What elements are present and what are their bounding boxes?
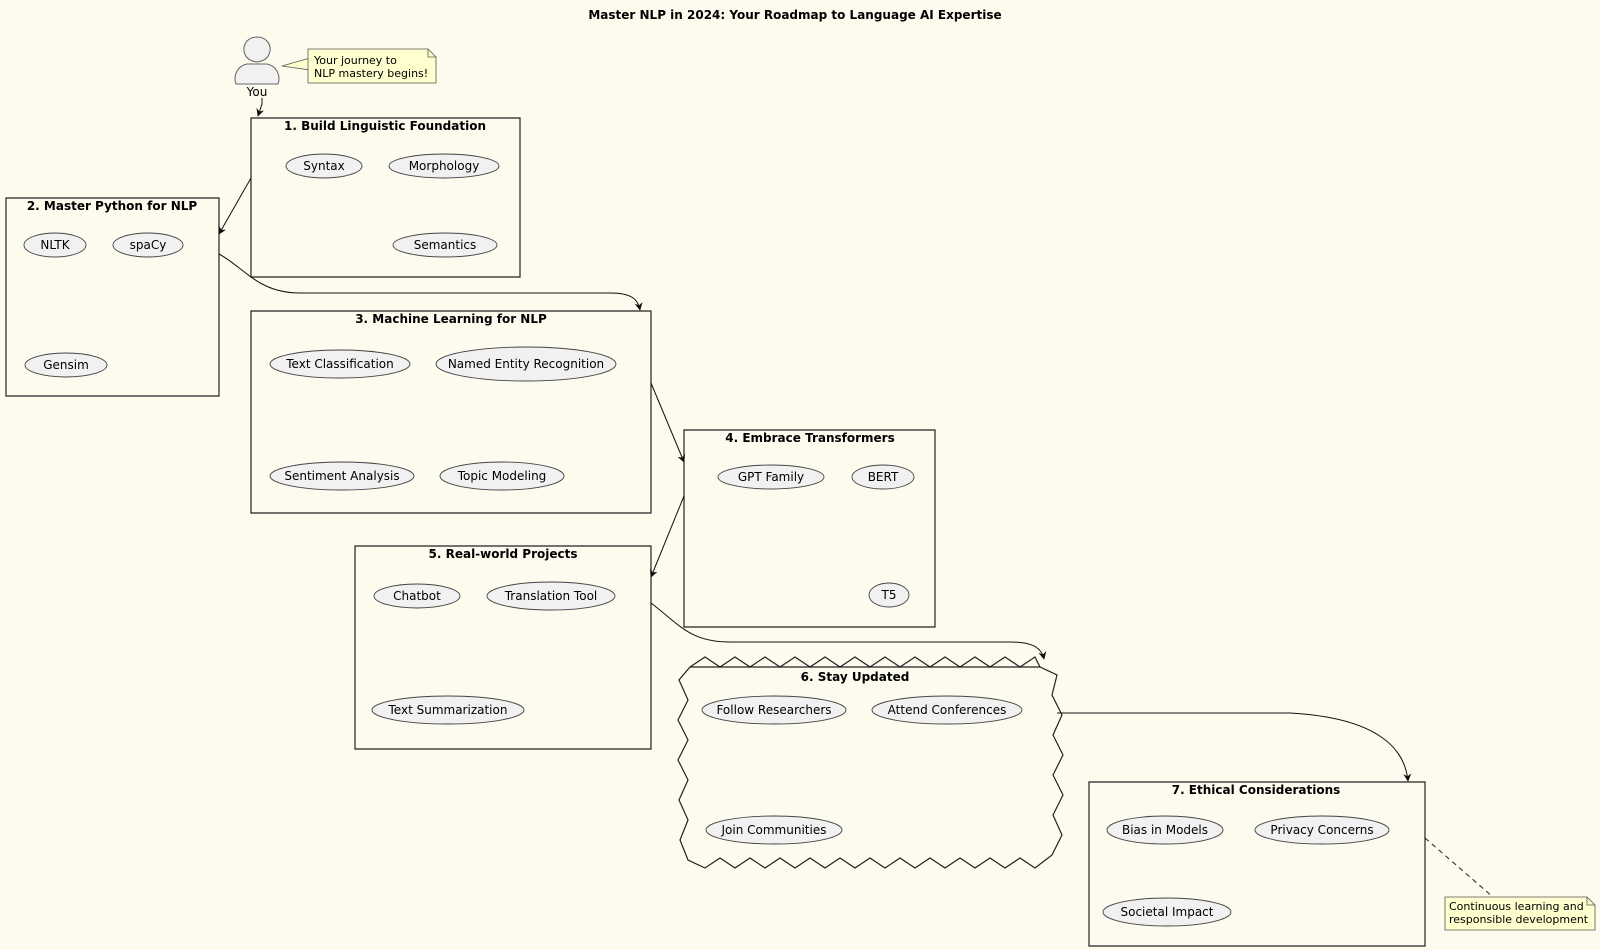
usecase-spacy: spaCy xyxy=(112,232,184,258)
package-1-title: 1. Build Linguistic Foundation xyxy=(284,119,486,133)
usecase-ner-label: Named Entity Recognition xyxy=(448,357,604,371)
usecase-follow-researchers-label: Follow Researchers xyxy=(716,703,831,717)
usecase-gpt-family-label: GPT Family xyxy=(738,470,804,484)
package-6-title: 6. Stay Updated xyxy=(801,670,910,684)
usecase-syntax-label: Syntax xyxy=(303,159,344,173)
edge-3-to-4 xyxy=(650,382,685,463)
usecase-syntax: Syntax xyxy=(285,153,363,179)
diagram-title: Master NLP in 2024: Your Roadmap to Lang… xyxy=(588,8,1001,22)
usecase-semantics: Semantics xyxy=(392,232,498,258)
usecase-morphology-label: Morphology xyxy=(409,159,480,173)
usecase-chatbot-label: Chatbot xyxy=(393,589,441,603)
usecase-privacy-concerns-label: Privacy Concerns xyxy=(1270,823,1373,837)
usecase-named-entity-recognition: Named Entity Recognition xyxy=(435,346,617,382)
usecase-text-summarization: Text Summarization xyxy=(371,695,525,725)
usecase-t5: T5 xyxy=(868,582,910,608)
package-2-title: 2. Master Python for NLP xyxy=(27,199,198,213)
usecase-gpt-family: GPT Family xyxy=(717,464,825,490)
edge-2-to-3 xyxy=(218,253,643,311)
note-end: Continuous learning and responsible deve… xyxy=(1424,837,1596,931)
usecase-attend-conferences-label: Attend Conferences xyxy=(888,703,1007,717)
note-start: Your journey to NLP mastery begins! xyxy=(281,48,437,84)
package-3-machine-learning: 3. Machine Learning for NLP Text Classif… xyxy=(250,310,652,514)
usecase-bert: BERT xyxy=(851,464,915,490)
package-5-real-world-projects: 5. Real-world Projects Chatbot Translati… xyxy=(354,545,652,750)
package-4-transformers: 4. Embrace Transformers GPT Family BERT … xyxy=(683,429,936,628)
package-7-ethical-considerations: 7. Ethical Considerations Bias in Models… xyxy=(1088,781,1426,947)
usecase-semantics-label: Semantics xyxy=(414,238,477,252)
usecase-join-communities-label: Join Communities xyxy=(721,823,827,837)
package-5-title: 5. Real-world Projects xyxy=(429,547,578,561)
usecase-join-communities: Join Communities xyxy=(705,815,843,845)
usecase-attend-conferences: Attend Conferences xyxy=(871,695,1023,725)
usecase-societal-impact-label: Societal Impact xyxy=(1121,905,1214,919)
usecase-follow-researchers: Follow Researchers xyxy=(701,695,847,725)
actor-you: You xyxy=(234,36,280,99)
package-3-title: 3. Machine Learning for NLP xyxy=(355,312,547,326)
usecase-gensim: Gensim xyxy=(24,352,108,378)
usecase-societal-impact: Societal Impact xyxy=(1102,897,1232,927)
package-4-title: 4. Embrace Transformers xyxy=(725,431,894,445)
package-6-stay-updated: 6. Stay Updated Follow Researchers Atten… xyxy=(677,656,1064,869)
usecase-topic-modeling: Topic Modeling xyxy=(439,461,565,491)
note-end-line-2: responsible development xyxy=(1449,913,1589,926)
usecase-bert-label: BERT xyxy=(868,470,899,484)
edge-6-to-7 xyxy=(1057,712,1412,782)
edge-4-to-5 xyxy=(650,495,685,578)
flow-edges xyxy=(218,98,1412,782)
usecase-bias-in-models-label: Bias in Models xyxy=(1122,823,1208,837)
usecase-bias-in-models: Bias in Models xyxy=(1106,815,1224,845)
package-2-master-python: 2. Master Python for NLP NLTK spaCy Gens… xyxy=(5,197,220,397)
usecase-translation-tool: Translation Tool xyxy=(486,581,616,611)
person-icon xyxy=(234,36,280,85)
package-7-title: 7. Ethical Considerations xyxy=(1172,783,1341,797)
usecase-text-classification-label: Text Classification xyxy=(285,357,393,371)
edge-you-to-1 xyxy=(256,98,265,117)
usecase-t5-label: T5 xyxy=(881,588,897,602)
usecase-translation-tool-label: Translation Tool xyxy=(504,589,598,603)
usecase-text-classification: Text Classification xyxy=(269,349,411,379)
usecase-chatbot: Chatbot xyxy=(373,583,461,609)
actor-label: You xyxy=(246,85,268,99)
note-start-line-1: Your journey to xyxy=(313,54,397,67)
usecase-nltk-label: NLTK xyxy=(40,238,70,252)
usecase-privacy-concerns: Privacy Concerns xyxy=(1254,815,1390,845)
usecase-sentiment-analysis: Sentiment Analysis xyxy=(269,461,415,491)
usecase-nltk: NLTK xyxy=(23,232,87,258)
edge-5-to-6 xyxy=(650,602,1047,660)
usecase-sentiment-analysis-label: Sentiment Analysis xyxy=(284,469,399,483)
edge-1-to-2 xyxy=(218,177,252,235)
usecase-topic-modeling-label: Topic Modeling xyxy=(457,469,547,483)
usecase-text-summarization-label: Text Summarization xyxy=(388,703,508,717)
usecase-gensim-label: Gensim xyxy=(43,358,89,372)
usecase-morphology: Morphology xyxy=(388,153,500,179)
package-1-linguistic-foundation: 1. Build Linguistic Foundation Syntax Mo… xyxy=(250,117,521,278)
note-end-line-1: Continuous learning and xyxy=(1449,900,1584,913)
note-start-line-2: NLP mastery begins! xyxy=(314,67,428,80)
usecase-spacy-label: spaCy xyxy=(130,238,167,252)
